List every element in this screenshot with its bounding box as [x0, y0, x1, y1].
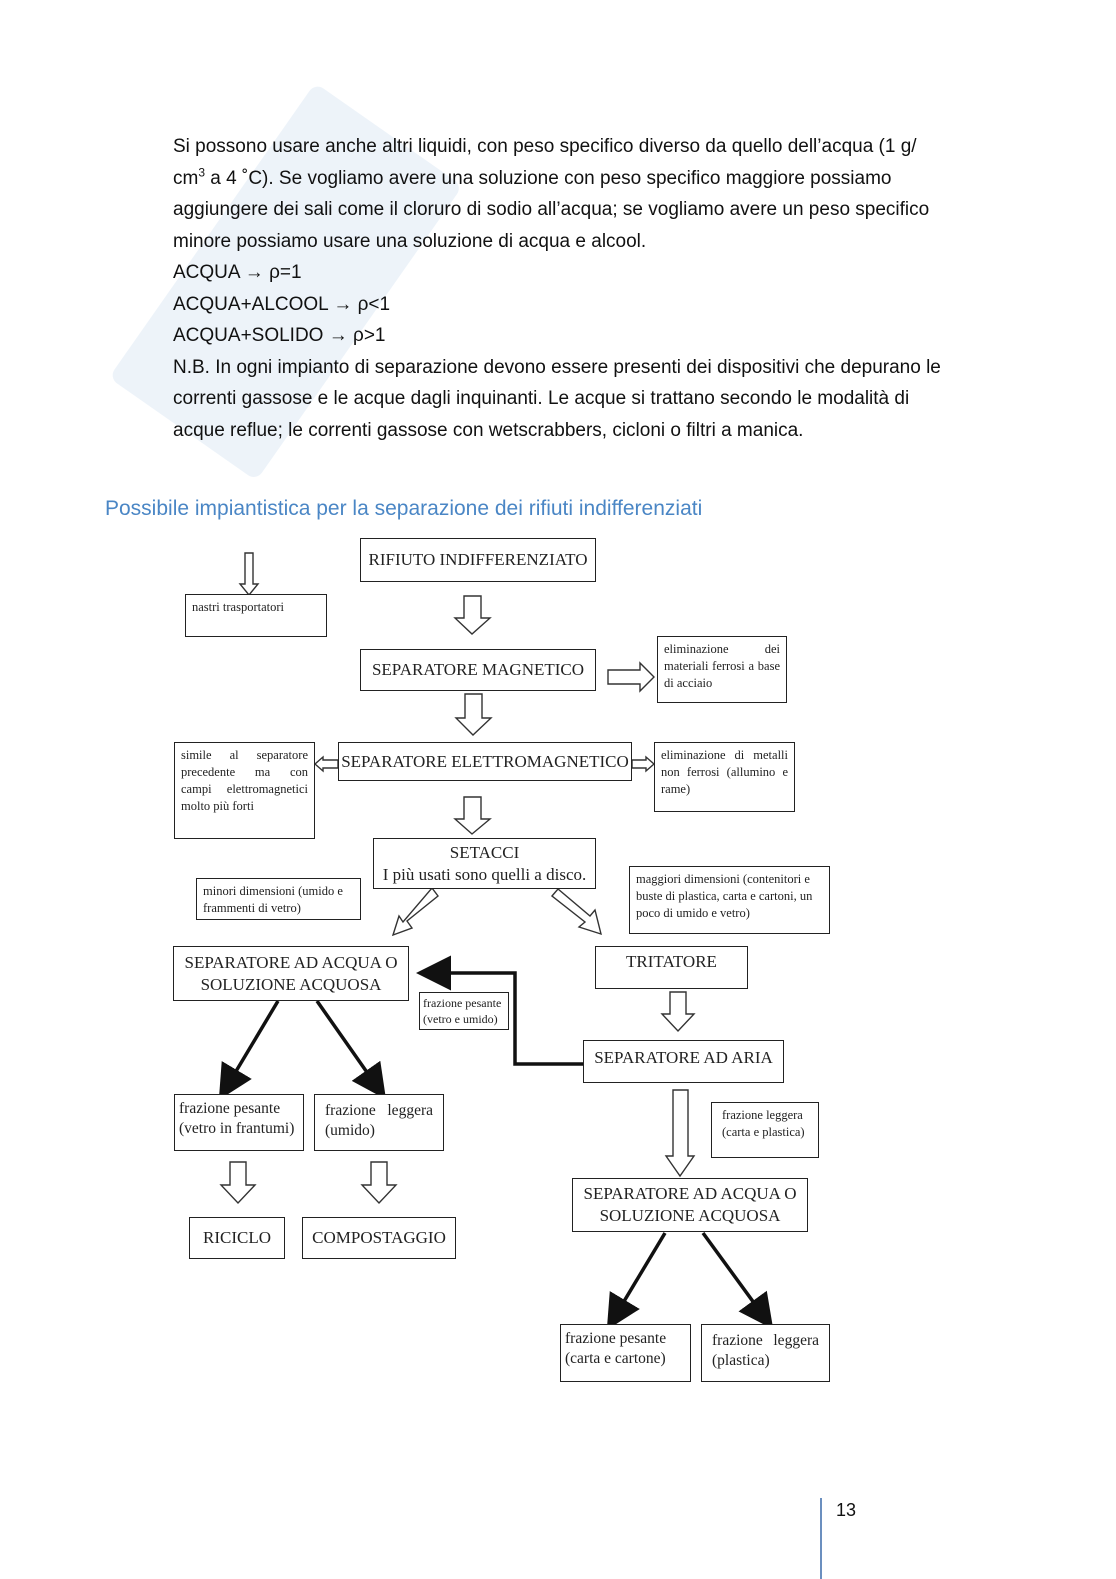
- text-line: Si possono usare anche altri liquidi, co…: [173, 136, 917, 157]
- hollow-arrow-down: [453, 595, 492, 635]
- setacci-title: SETACCI: [449, 842, 520, 862]
- text-line: correnti gassose e le acque dagli inquin…: [173, 388, 910, 409]
- box-riciclo: RICICLO: [189, 1217, 285, 1259]
- hollow-arrow-diagonal: [391, 886, 439, 937]
- text-fragment: a 4 ˚C). Se vogliamo avere una soluzione…: [205, 167, 892, 189]
- section-heading: Possibile impiantistica per la separazio…: [105, 497, 703, 520]
- box-frazione-leggera-plastica: frazione leggera (plastica): [701, 1324, 830, 1382]
- hollow-arrow-down: [660, 991, 696, 1033]
- text-line: N.B. In ogni impianto di separazione dev…: [173, 356, 941, 378]
- hollow-arrow-down: [664, 1089, 696, 1178]
- box-frazione-pesante-carta: frazione pesante (carta e cartone): [560, 1324, 691, 1382]
- box-maggiori-dimensioni: maggiori dimensioni (contenitori e buste…: [629, 866, 830, 934]
- box-eliminazione-ferrosi: eliminazione dei materiali ferrosi a bas…: [657, 636, 787, 703]
- box-frazione-leggera-umido: frazione leggera (umido): [314, 1094, 444, 1151]
- hollow-arrow-diagonal: [550, 888, 602, 936]
- text-line: aggiungere dei sali come il cloruro di s…: [173, 199, 930, 220]
- box-separatore-acqua-2: SEPARATORE AD ACQUA O SOLUZIONE ACQUOSA: [572, 1178, 808, 1232]
- bold-arrow: [315, 999, 387, 1100]
- box-minori-dimensioni: minori dimensioni (umido e frammenti di …: [196, 878, 361, 920]
- box-separatore-magnetico: SEPARATORE MAGNETICO: [360, 649, 596, 691]
- hollow-arrow-right: [607, 661, 655, 693]
- superscript: 3: [198, 165, 206, 180]
- text-fragment: cm: [173, 167, 199, 189]
- formula-line: ACQUA+SOLIDO → ρ>1: [173, 325, 386, 346]
- bold-arrow: [218, 1000, 280, 1101]
- formula-line: ACQUA+ALCOOL → ρ<1: [173, 293, 391, 315]
- page-number: 13: [836, 1500, 857, 1520]
- bold-arrow-return: [416, 955, 583, 1066]
- box-tritatore: TRITATORE: [595, 946, 748, 989]
- hollow-arrow-down: [360, 1161, 398, 1205]
- hollow-arrow-down: [453, 796, 492, 835]
- hollow-arrow-left: [313, 755, 339, 773]
- box-compostaggio: COMPOSTAGGIO: [302, 1217, 456, 1259]
- box-eliminazione-non-ferrosi: eliminazione di metalli non ferrosi (all…: [654, 742, 795, 812]
- box-frazione-leggera-carta-plastica: frazione leggera (carta e plastica): [711, 1102, 819, 1158]
- bold-arrow: [701, 1231, 774, 1330]
- box-frazione-pesante-vetro-umido: frazione pesante (vetro e umido): [419, 992, 509, 1030]
- box-frazione-pesante-vetro: frazione pesante (vetro in frantumi): [174, 1094, 304, 1151]
- box-setacci: SETACCI I più usati sono quelli a disco.: [373, 838, 596, 889]
- box-separatore-elettromagnetico: SEPARATORE ELETTROMAGNETICO: [338, 742, 632, 781]
- hollow-arrow-down: [454, 693, 493, 736]
- box-rifiuto: RIFIUTO INDIFFERENZIATO: [360, 538, 596, 582]
- text-line: minore possiamo usare una soluzione di a…: [173, 230, 647, 252]
- hollow-arrow-right: [631, 755, 656, 773]
- watermark-logo: [112, 86, 459, 477]
- setacci-subtitle: I più usati sono quelli a disco.: [382, 864, 587, 884]
- formula-line: ACQUA → ρ=1: [173, 262, 302, 283]
- text-line: cm3 a 4 ˚C). Se vogliamo avere una soluz…: [173, 163, 1013, 195]
- bold-arrow: [606, 1232, 667, 1331]
- box-simile: simile al separatore precedente ma con c…: [174, 742, 315, 839]
- text-line: acque reflue; le correnti gassose con we…: [173, 419, 804, 441]
- intro-paragraph: Si possono usare anche altri liquidi, co…: [173, 131, 1013, 446]
- page-number-rule: [820, 1498, 822, 1579]
- hollow-arrow-down: [219, 1161, 257, 1205]
- box-separatore-acqua-1: SEPARATORE AD ACQUA O SOLUZIONE ACQUOSA: [173, 946, 409, 1001]
- box-nastri: nastri trasportatori: [185, 594, 327, 637]
- hollow-arrow-down: [238, 552, 260, 597]
- box-separatore-aria: SEPARATORE AD ARIA: [583, 1040, 784, 1083]
